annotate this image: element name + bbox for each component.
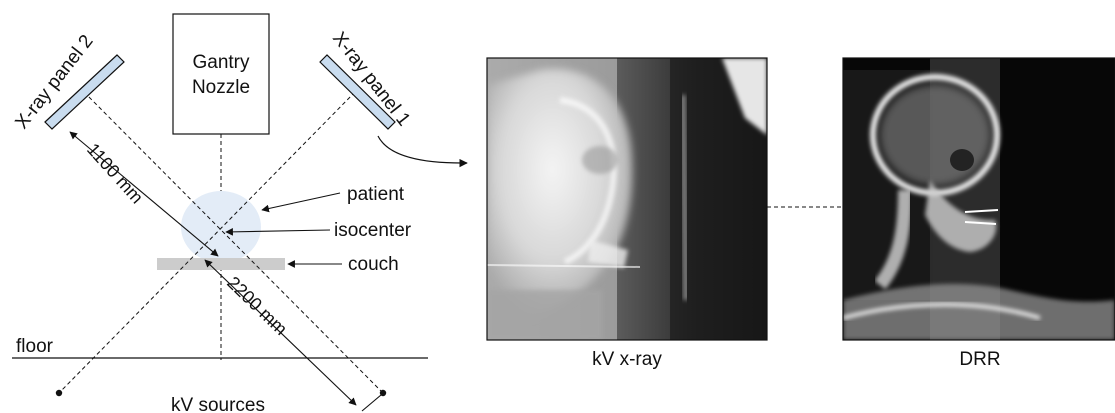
couch-callout: couch (288, 254, 399, 275)
dimension-1100-label: 1100 mm (83, 139, 147, 207)
couch-shape (157, 258, 285, 270)
floor-label: floor (16, 336, 54, 357)
beam-path-panel-2 (84, 92, 383, 393)
drr-image (843, 58, 1115, 340)
kv-xray-caption: kV x-ray (592, 349, 662, 370)
gantry-label-line2: Nozzle (192, 77, 250, 98)
patient-callout: patient (262, 184, 405, 210)
gantry-nozzle: Gantry Nozzle (173, 14, 269, 134)
gantry-label-line1: Gantry (192, 52, 250, 73)
kv-source-left (56, 390, 62, 396)
couch-label: couch (348, 254, 399, 275)
isocenter-label: isocenter (334, 220, 412, 241)
dimension-2200-tick (362, 395, 381, 411)
drr-caption: DRR (959, 349, 1000, 370)
kv-xray-image (487, 58, 767, 340)
panel-to-image-arrow (378, 136, 467, 163)
patient-label: patient (347, 184, 405, 205)
kv-sources-label: kV sources (171, 395, 265, 413)
beam-path-panel-1 (59, 92, 355, 393)
dimension-2200-label: 2200 mm (223, 272, 291, 339)
